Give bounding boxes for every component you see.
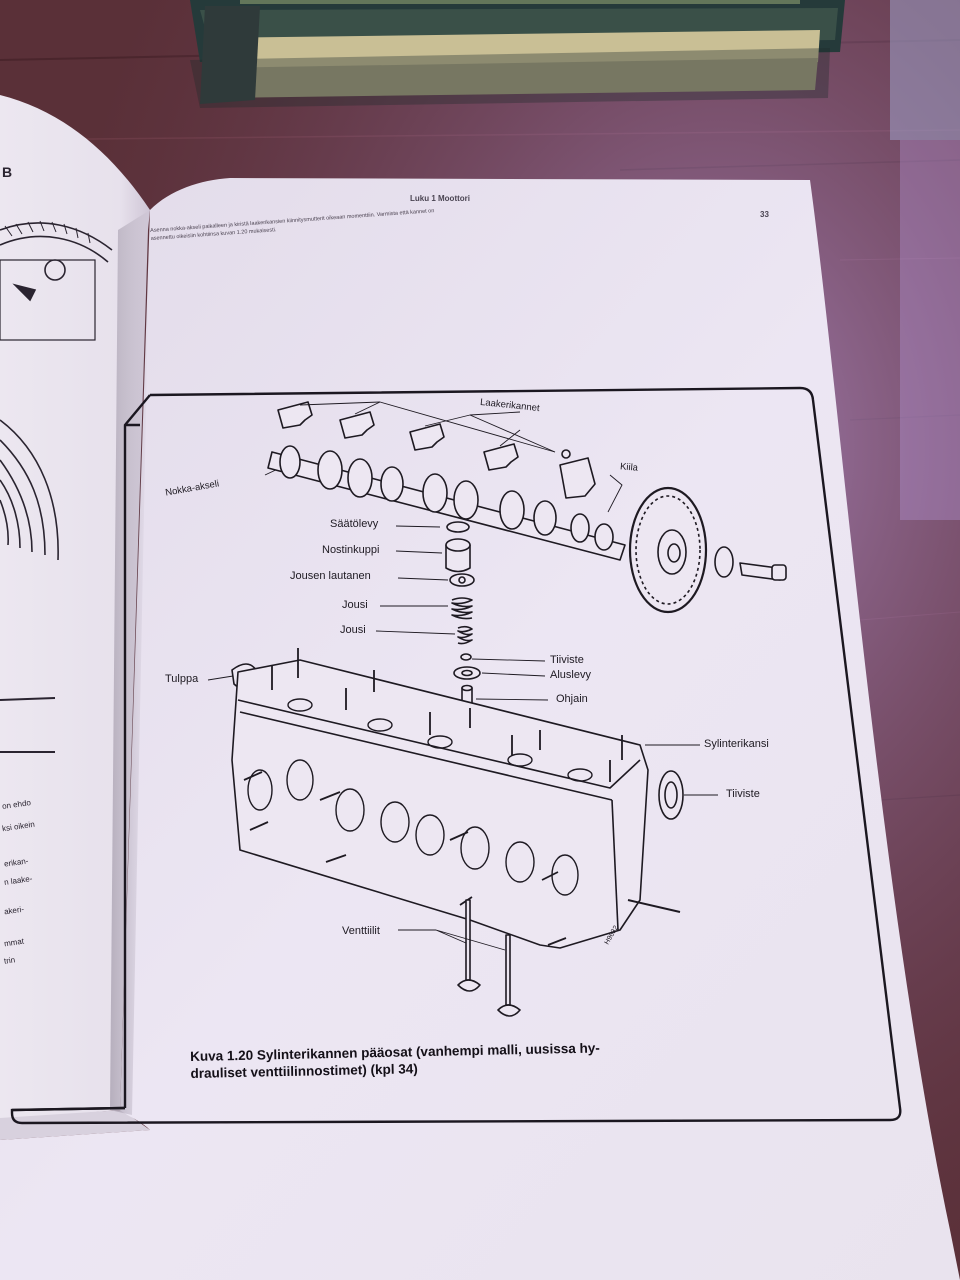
- label-nostinkuppi: Nostinkuppi: [322, 544, 380, 556]
- book-stack: [190, 0, 845, 108]
- label-tiiviste-valve: Tiiviste: [550, 654, 584, 666]
- valves: [457, 899, 521, 1017]
- label-tiiviste-head: Tiiviste: [726, 788, 760, 800]
- timing-sprocket: [628, 486, 787, 614]
- cylinder-head: [231, 648, 684, 949]
- page-number: 33: [760, 210, 769, 219]
- label-kiila: Kiila: [619, 461, 639, 474]
- left-page-corner-letter: B: [2, 164, 13, 180]
- outer-spring: [451, 597, 473, 620]
- label-aluslevy: Aluslevy: [550, 669, 591, 681]
- label-tulppa: Tulppa: [165, 673, 199, 685]
- label-sylinterikansi: Sylinterikansi: [704, 738, 769, 750]
- inner-spring: [457, 625, 473, 645]
- label-jousen-lautanen: Jousen lautanen: [290, 570, 371, 582]
- label-jousi-inner: Jousi: [340, 624, 366, 636]
- chapter-title: Luku 1 Moottori: [410, 194, 470, 203]
- label-saatolevy: Säätölevy: [330, 518, 379, 530]
- figure-frame: [10, 386, 902, 1125]
- camshaft: [267, 445, 626, 561]
- bearing-caps: [277, 401, 596, 499]
- label-venttiilit: Venttiilit: [342, 925, 380, 937]
- tappet-cup: [445, 538, 471, 573]
- label-jousi-outer: Jousi: [342, 599, 368, 611]
- cylinder-head-drawing: H9632: [207, 401, 787, 1017]
- label-ohjain: Ohjain: [556, 693, 588, 705]
- left-fragment-7: trin: [3, 955, 16, 966]
